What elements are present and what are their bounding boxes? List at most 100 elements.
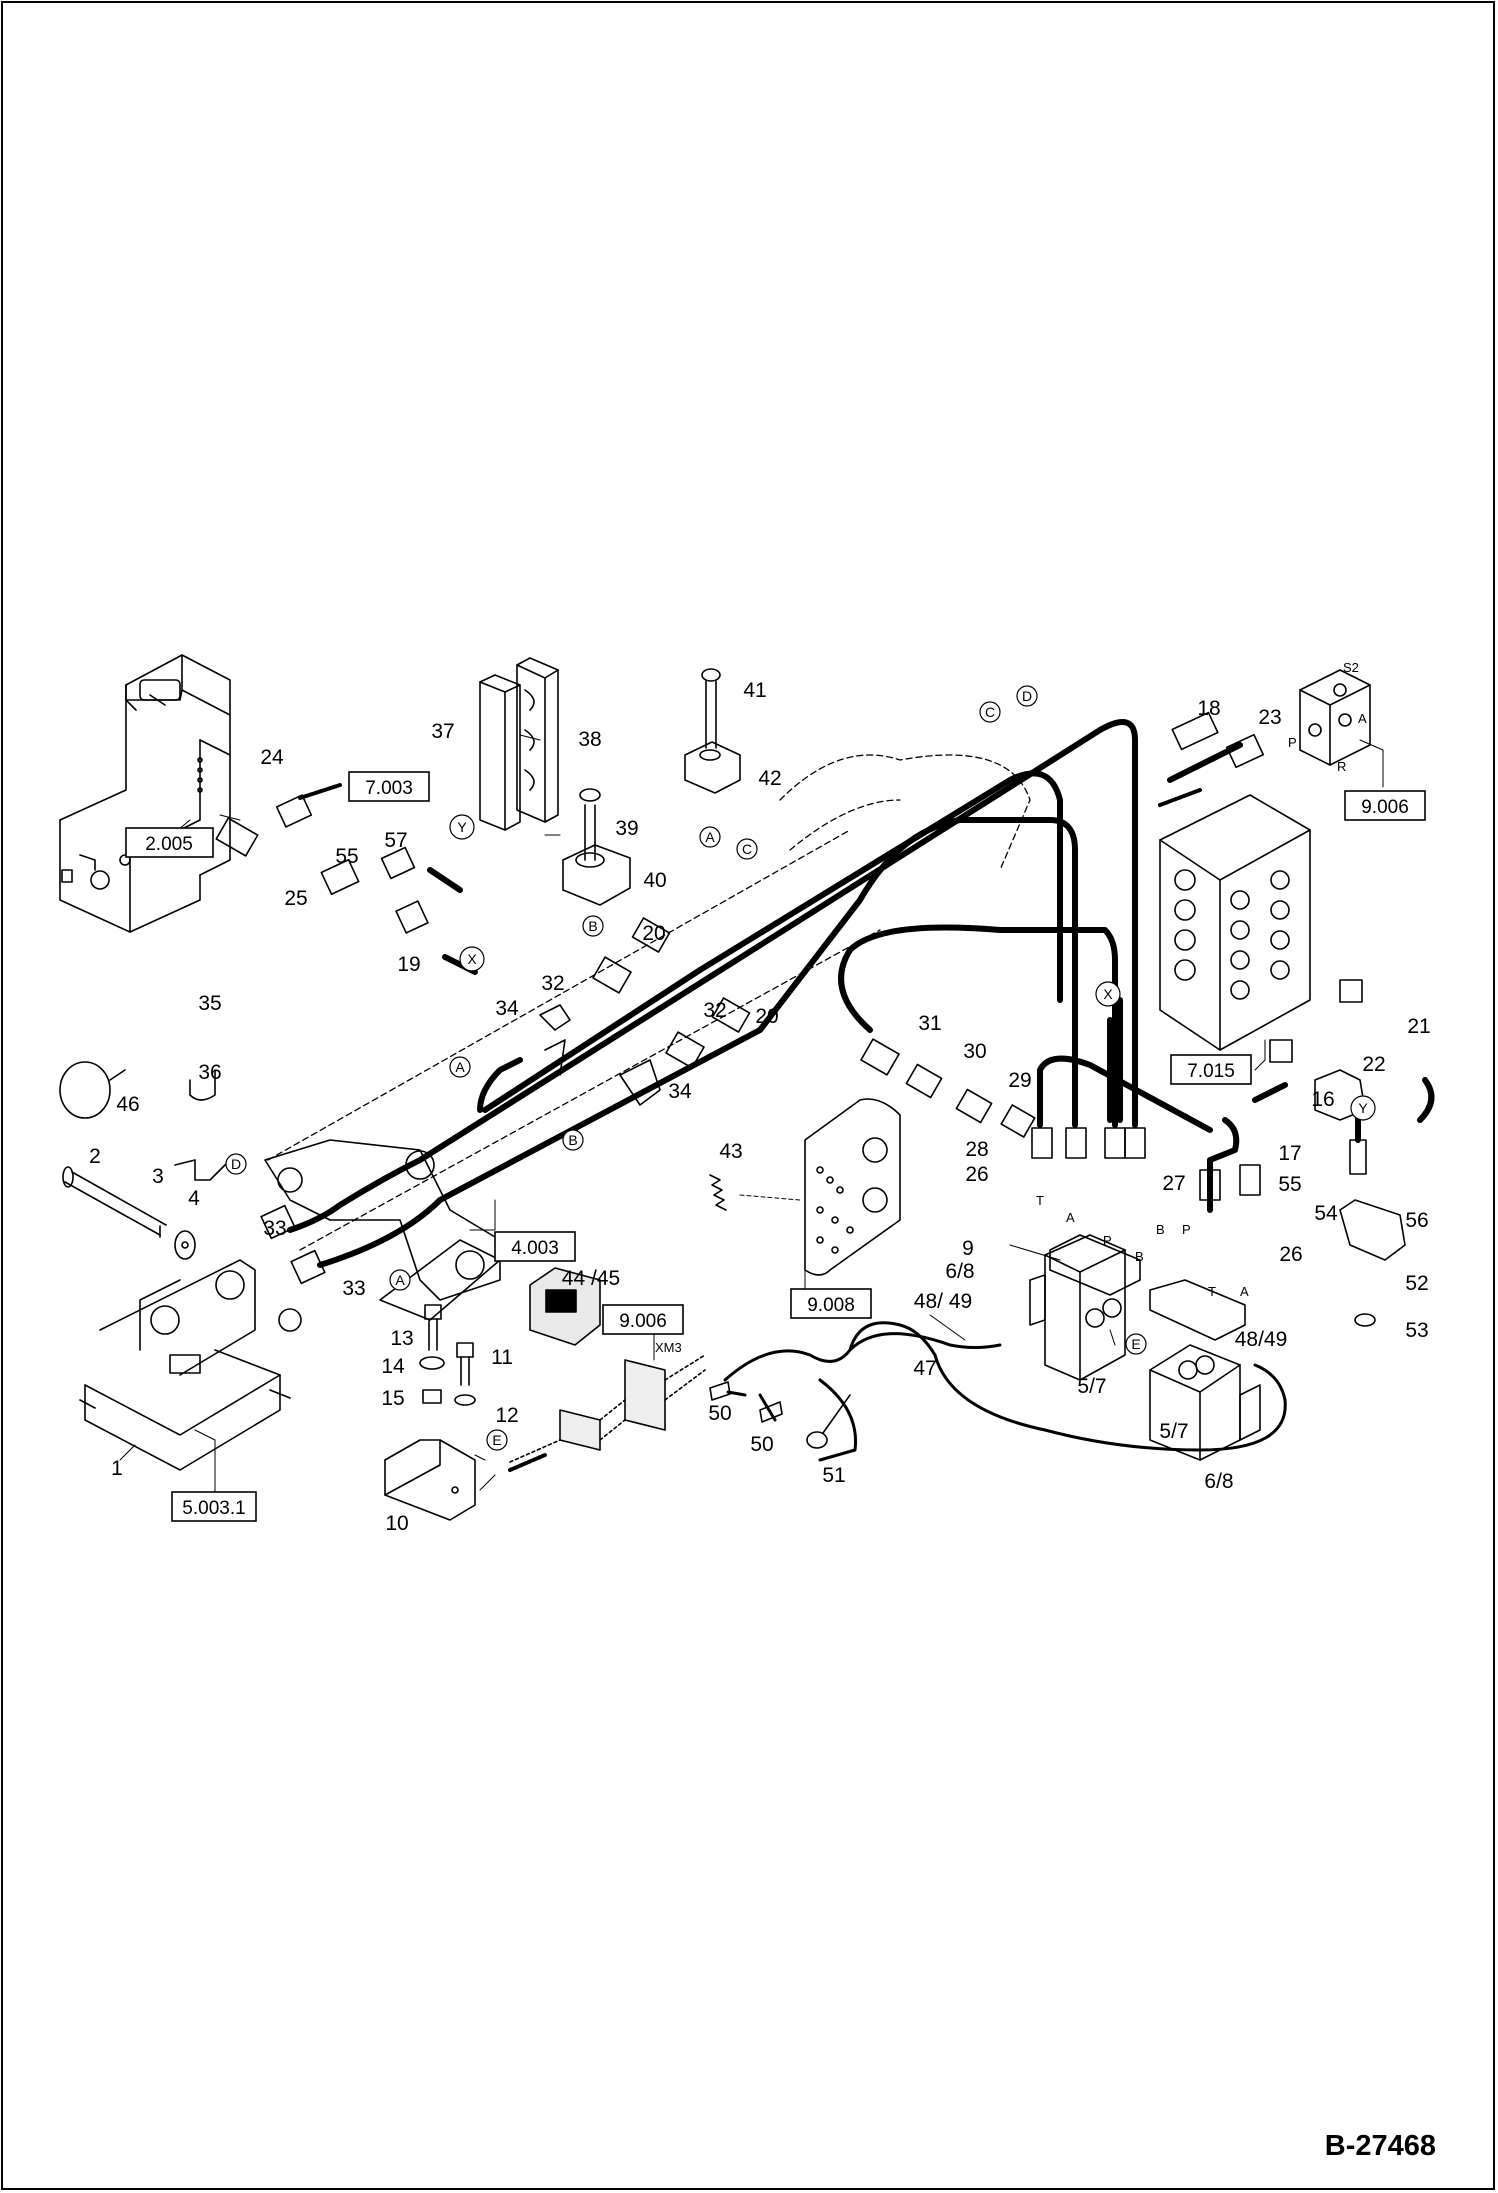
mounting-bracket [384,1439,476,1521]
part-label: 43 [719,1140,742,1163]
solenoid-valves [1029,1234,1261,1461]
manifold-plate [1049,1234,1246,1341]
part-label: 48/ 49 [914,1290,972,1313]
part-label: 5/7 [1159,1420,1188,1443]
part-label: 1 [111,1457,123,1480]
part-label: 5/7 [1077,1375,1106,1398]
ref-box-label: 7.015 [1187,1061,1235,1082]
decal [804,1098,901,1276]
marker-x: X [467,951,477,967]
part-label: 26 [965,1163,988,1186]
part-label: 2 [89,1145,101,1168]
part-label: 54 [1314,1202,1338,1225]
part-label: 6/8 [1204,1470,1233,1493]
part-label: 13 [390,1327,413,1350]
marker-a: A [705,829,715,845]
part-label: 23 [1258,706,1281,729]
marker-a: A [455,1059,465,1075]
marker-y: Y [457,819,467,835]
part-label: 47 [913,1357,936,1380]
part-label: 42 [758,767,781,790]
part-label: 53 [1405,1319,1428,1342]
hose-clips [539,1004,661,1106]
part-label: 32 [541,972,564,995]
part-label: 17 [1278,1142,1301,1165]
part-label: 20 [642,922,665,945]
pin-and-washer [62,1166,196,1260]
part-label: 19 [397,953,420,976]
marker-d: D [231,1156,241,1172]
port-letter: B [1135,1249,1144,1264]
marker-y: Y [1358,1100,1368,1116]
leader-lines [119,734,1384,1493]
spring-leader [739,1194,801,1201]
hose-fittings [215,711,1406,1327]
ref-box-label: 2.005 [145,834,193,855]
part-label: 57 [384,829,407,852]
document-number: B-27468 [1324,2130,1436,2162]
ref-box-label: 7.003 [365,778,413,799]
part-label: 34 [495,997,519,1020]
marker-b: B [588,918,597,934]
part-label: 4 [188,1187,200,1210]
part-label: 14 [381,1355,405,1378]
part-label: 41 [743,679,766,702]
port-letter: T [1208,1284,1216,1299]
dashed-cable-ends [298,783,1202,1472]
part-label: 26 [1279,1243,1302,1266]
marker-c: C [985,704,995,720]
pilot-valve [1299,669,1371,766]
wiring-connectors [509,1354,706,1463]
part-label: 29 [1008,1069,1031,1092]
clamp-blocks [562,668,741,906]
port-letter: A [1066,1210,1075,1225]
hydraulic-tank [59,654,231,933]
quick-coupler [79,1259,302,1471]
part-label: 15 [381,1387,404,1410]
part-label: 33 [263,1217,286,1240]
part-label: 56 [1405,1209,1428,1232]
part-label: 22 [1362,1053,1385,1076]
reference-boxes [125,771,1426,1522]
part-label: 12 [495,1404,518,1427]
marker-c: C [742,841,752,857]
part-label: 38 [578,728,601,751]
port-letter: P [1288,735,1297,750]
port-letter: P [1103,1233,1112,1248]
part-label: 34 [668,1080,692,1103]
part-label: 16 [1311,1088,1334,1111]
part-label: 9 [962,1237,974,1260]
part-label: 55 [1278,1173,1301,1196]
part-label: 10 [385,1512,408,1535]
port-letter: P [1182,1222,1191,1237]
part-label: 36 [198,1061,221,1084]
part-label: 44 /45 [562,1267,620,1290]
port-letter: B [1156,1222,1165,1237]
part-label: 39 [615,817,638,840]
part-label: 3 [152,1165,164,1188]
marker-b: B [568,1132,577,1148]
part-label: 6/8 [945,1260,974,1283]
marker-e: E [1131,1336,1140,1352]
part-label: 37 [431,720,454,743]
part-label: 55 [335,845,358,868]
port-letter: T [1036,1193,1044,1208]
connector-label: XM3 [655,1340,682,1355]
part-label: 21 [1407,1015,1430,1038]
ref-box-label: 5.003.1 [182,1498,245,1519]
part-label: 24 [260,746,284,769]
part-label: 11 [491,1346,513,1369]
part-label: 40 [643,869,666,892]
control-valve-block [1159,794,1311,1051]
port-letter: S2 [1343,660,1359,675]
spring [709,1174,727,1211]
part-label: 48/49 [1235,1328,1288,1351]
port-letter: A [1240,1284,1249,1299]
part-label: 25 [284,887,307,910]
part-label: 35 [198,992,221,1015]
part-label: 50 [708,1402,731,1425]
marker-d: D [1022,688,1032,704]
part-label: 33 [342,1277,365,1300]
marker-x: X [1103,986,1113,1002]
